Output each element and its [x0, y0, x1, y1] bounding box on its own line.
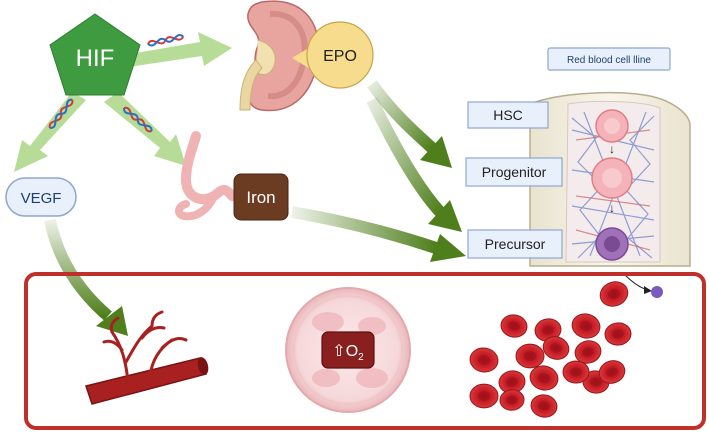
dna-icon [48, 98, 74, 130]
precursor-label: Precursor [485, 236, 546, 252]
red-blood-cell-center [542, 325, 554, 335]
epo-to-hsc-arrow [367, 80, 452, 168]
hif-to-stomach-arrow [104, 92, 186, 166]
outcome-frame [24, 272, 706, 430]
red-blood-cell-center [607, 288, 621, 300]
progenitor-label-box: Progenitor [465, 157, 563, 187]
dna-icon [147, 34, 185, 47]
rbc-line-label-box: Red blood cell lline [547, 47, 671, 71]
red-blood-cell-center [538, 401, 550, 411]
precursor-label-box: Precursor [467, 229, 563, 259]
iron-label: Iron [246, 188, 275, 207]
iron-to-precursor-arrow [290, 206, 466, 262]
oxygen-label: ⇧O2 [332, 343, 364, 363]
iron-node: Iron [233, 173, 289, 221]
bone-marrow-icon: ↓ ↓ [529, 91, 691, 267]
kidney-icon [239, 0, 320, 112]
red-blood-cell-center [537, 372, 551, 384]
epo-node: EPO [292, 21, 374, 89]
red-blood-cell-center [477, 355, 491, 365]
blood-vessel-icon [85, 310, 209, 405]
svg-text:↓: ↓ [609, 201, 615, 215]
svg-text:↓: ↓ [609, 142, 615, 156]
vegf-node: VEGF [5, 177, 77, 217]
red-blood-cell-center [550, 343, 562, 353]
red-blood-cell-center [523, 351, 537, 361]
released-cell [651, 286, 663, 298]
oxygen-circle-icon: ⇧O2 [285, 287, 411, 413]
hif-label: HIF [76, 45, 115, 72]
red-blood-cell-center [506, 377, 518, 387]
red-blood-cell-center [506, 395, 518, 405]
rbc-line-label: Red blood cell lline [567, 55, 651, 66]
red-blood-cell-center [477, 391, 491, 401]
red-blood-cell-center [508, 321, 520, 331]
red-blood-cells-cluster [469, 281, 632, 418]
red-blood-cell-center [570, 367, 582, 377]
vegf-label: VEGF [21, 190, 62, 207]
hif-to-epo-arrow [118, 32, 232, 68]
progenitor-label: Progenitor [482, 164, 547, 180]
red-blood-cell-center [590, 377, 602, 387]
red-blood-cell-center [579, 320, 593, 332]
epo-label: EPO [323, 48, 357, 65]
hif-node: HIF [49, 13, 141, 96]
red-blood-cell-center [606, 367, 618, 377]
hif-to-vegf-arrow [14, 92, 86, 172]
red-blood-cell-center [612, 329, 624, 339]
oxygen-badge [321, 331, 375, 369]
red-blood-cell-center [582, 347, 594, 357]
stomach-icon [175, 131, 237, 221]
epo-to-precursor-arrow [366, 97, 462, 232]
dna-icon [122, 106, 153, 133]
hsc-label: HSC [493, 107, 523, 123]
hsc-label-box: HSC [467, 101, 549, 129]
